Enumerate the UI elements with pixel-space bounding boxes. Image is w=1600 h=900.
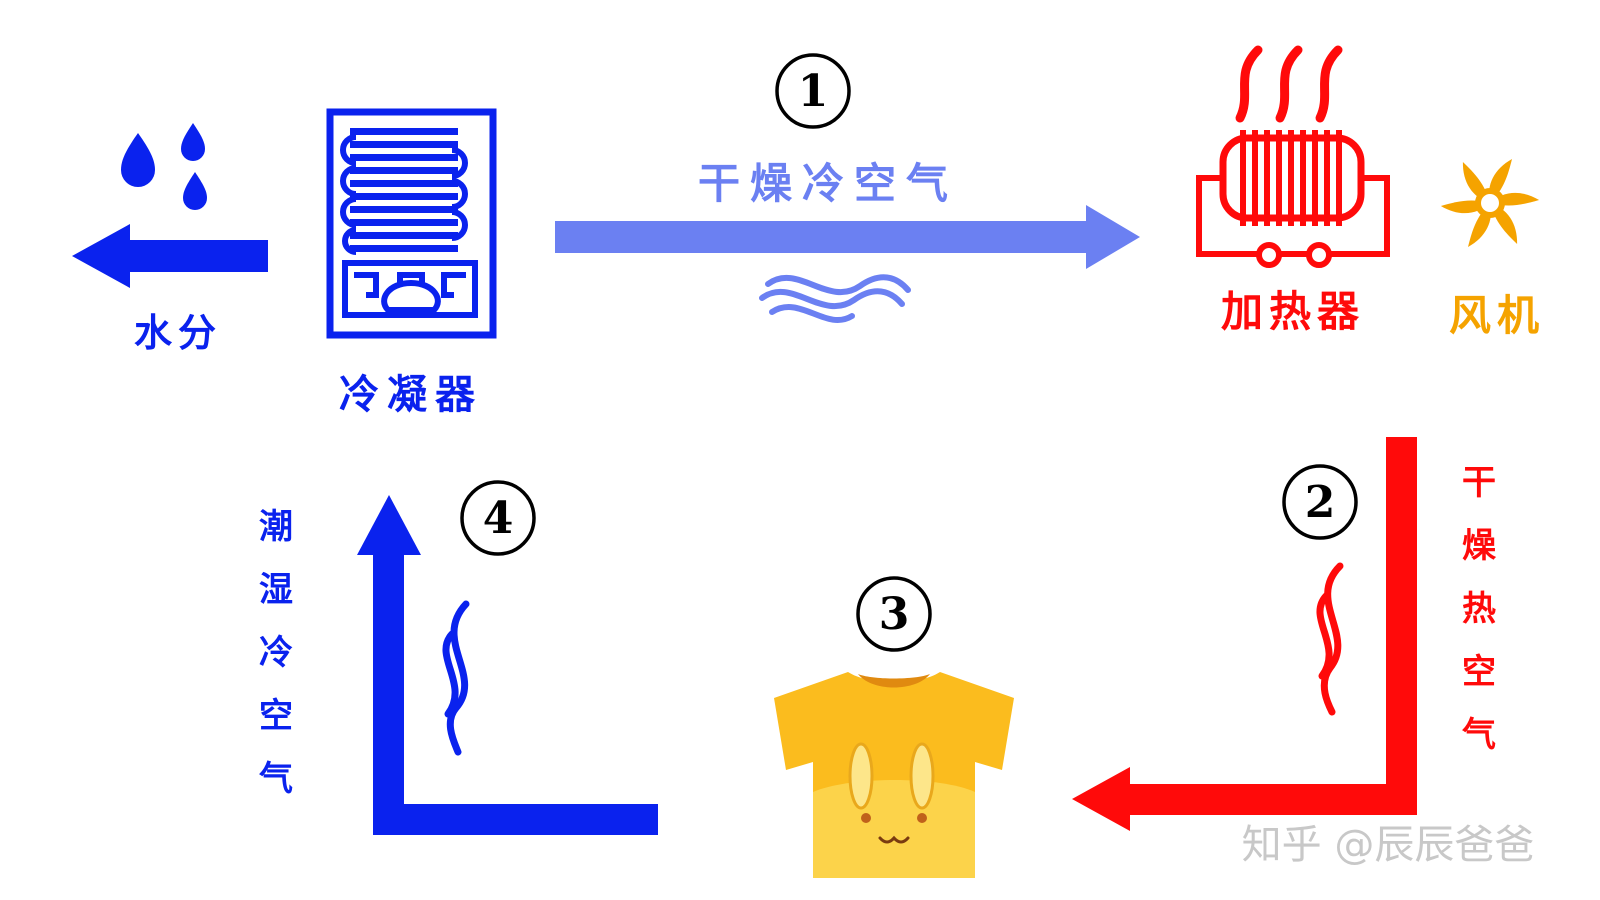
humid-cold-air-char: 冷 (259, 633, 293, 673)
step-1-badge: 1 (775, 53, 851, 129)
water-drops-icon (121, 123, 207, 210)
humid-cold-air-char: 气 (258, 759, 293, 799)
dry-hot-air-char: 干 (1462, 463, 1496, 503)
humid-cold-air-arrow (357, 495, 658, 835)
step-1-number: 1 (798, 66, 829, 117)
humid-cold-air-label: 潮 湿 冷 空 气 (258, 507, 293, 799)
bunny-tshirt-icon (774, 672, 1014, 878)
fan-label: 风机 (1449, 291, 1545, 340)
heat-steam-icon (1316, 562, 1344, 716)
step-4-number: 4 (483, 493, 514, 544)
dry-cold-air-arrow (555, 205, 1140, 269)
step-2-badge: 2 (1282, 464, 1358, 540)
humid-cold-air-char: 空 (259, 696, 293, 736)
condenser-label: 冷凝器 (339, 372, 483, 418)
step-4-badge: 4 (460, 480, 536, 556)
condenser-icon (326, 108, 497, 339)
air-wave-icon (759, 274, 911, 324)
heater-label: 加热器 (1221, 287, 1365, 336)
dry-hot-air-arrow (1072, 437, 1417, 831)
water-label: 水分 (134, 311, 222, 355)
dry-hot-air-char: 燥 (1462, 526, 1497, 566)
dry-cold-air-label: 干燥冷空气 (698, 159, 958, 208)
water-out-arrow (72, 224, 268, 288)
dry-hot-air-char: 热 (1462, 589, 1496, 629)
watermark: 知乎 @辰辰爸爸 (1242, 822, 1535, 868)
dry-hot-air-label: 干 燥 热 空 气 (1461, 463, 1497, 755)
heater-coil-icon (1196, 45, 1390, 268)
humid-steam-icon (442, 600, 470, 756)
humid-cold-air-char: 潮 (259, 507, 293, 547)
dry-hot-air-char: 气 (1461, 715, 1496, 755)
dry-hot-air-char: 空 (1462, 652, 1496, 692)
humid-cold-air-char: 湿 (259, 570, 293, 610)
fan-icon (1440, 159, 1540, 247)
step-2-number: 2 (1305, 477, 1336, 528)
step-3-number: 3 (879, 589, 910, 640)
step-3-badge: 3 (856, 576, 932, 652)
